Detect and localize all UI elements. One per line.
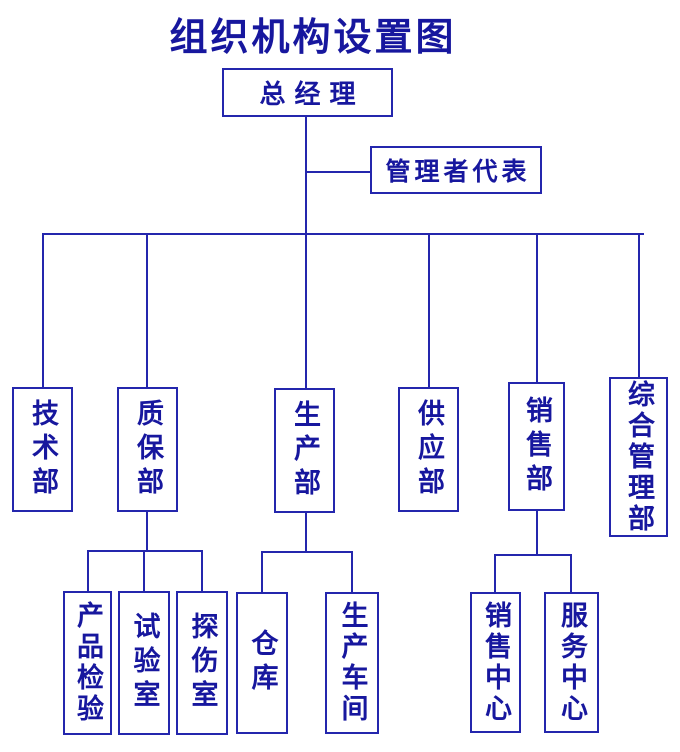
- dept-general-administration-label: 综合管理部: [624, 379, 654, 535]
- dept-technical: 技术部: [12, 387, 73, 512]
- dept-supply-label: 供应部: [414, 398, 444, 501]
- unit-warehouse: 仓库: [236, 592, 288, 734]
- connector-quality-bar: [87, 550, 203, 552]
- connector-quality-stem: [146, 512, 148, 552]
- connector-level2-bar: [42, 233, 644, 235]
- unit-production-workshop-label: 生产车间: [337, 601, 368, 725]
- connector-production-bar: [261, 551, 353, 553]
- connector-sales-stem: [536, 511, 538, 556]
- dept-sales-label: 销售部: [522, 395, 552, 498]
- connector-drop-test-lab: [143, 550, 145, 591]
- node-general-manager: 总经理: [222, 68, 393, 117]
- dept-quality-assurance-label: 质保部: [133, 398, 163, 501]
- node-management-representative: 管理者代表: [370, 146, 542, 194]
- connector-drop-supply: [428, 233, 430, 387]
- connector-drop-workshop: [351, 551, 353, 592]
- connector-drop-production: [305, 233, 307, 388]
- general-manager-label: 总经理: [259, 80, 365, 109]
- connector-drop-service-center: [570, 554, 572, 592]
- dept-general-administration: 综合管理部: [609, 377, 668, 537]
- unit-test-lab: 试验室: [118, 591, 170, 735]
- unit-flaw-detection-label: 探伤室: [187, 612, 218, 714]
- connector-staff-branch: [306, 171, 370, 173]
- connector-sales-bar: [494, 554, 572, 556]
- unit-service-center-label: 服务中心: [557, 600, 587, 725]
- unit-product-inspection-label: 产品检验: [73, 601, 103, 725]
- connector-drop-admin: [638, 233, 640, 377]
- unit-production-workshop: 生产车间: [325, 592, 379, 734]
- unit-product-inspection: 产品检验: [63, 591, 112, 735]
- dept-sales: 销售部: [508, 382, 565, 511]
- connector-production-stem: [305, 513, 307, 553]
- connector-drop-flaw-detection: [201, 550, 203, 591]
- unit-sales-center-label: 销售中心: [481, 600, 511, 725]
- connector-drop-warehouse: [261, 551, 263, 592]
- connector-drop-sales: [536, 233, 538, 382]
- dept-technical-label: 技术部: [28, 398, 58, 501]
- unit-service-center: 服务中心: [544, 592, 599, 733]
- connector-drop-technical: [42, 233, 44, 387]
- unit-warehouse-label: 仓库: [247, 629, 278, 697]
- unit-test-lab-label: 试验室: [129, 612, 160, 714]
- unit-sales-center: 销售中心: [470, 592, 521, 733]
- connector-drop-sales-center: [494, 554, 496, 592]
- dept-production-label: 生产部: [290, 399, 320, 502]
- dept-quality-assurance: 质保部: [117, 387, 178, 512]
- connector-drop-quality: [146, 233, 148, 387]
- dept-supply: 供应部: [398, 387, 459, 512]
- chart-title: 组织机构设置图: [169, 17, 457, 59]
- unit-flaw-detection: 探伤室: [176, 591, 228, 735]
- dept-production: 生产部: [274, 388, 335, 513]
- connector-root-stem: [305, 117, 307, 235]
- management-representative-label: 管理者代表: [385, 159, 531, 186]
- connector-drop-product-inspection: [87, 550, 89, 591]
